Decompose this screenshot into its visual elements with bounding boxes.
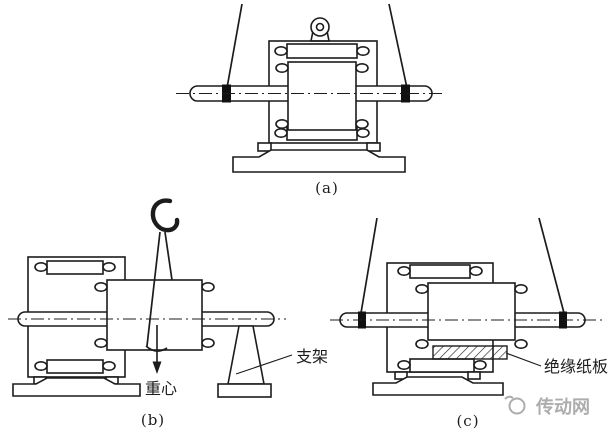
eyebolt-hole	[315, 22, 325, 32]
caption-c: (c)	[456, 412, 479, 430]
winding-loop	[201, 337, 215, 348]
support-stand	[227, 325, 265, 385]
gravity-label: 重心	[145, 379, 177, 398]
motor-base	[12, 377, 141, 397]
winding-loop	[415, 338, 429, 349]
sling-rope-right	[538, 217, 565, 314]
rotor-core	[106, 279, 203, 351]
winding-loop	[397, 359, 411, 370]
winding-loop	[275, 62, 289, 73]
winding-loop	[469, 265, 483, 276]
foot-tab	[394, 371, 408, 380]
winding-loop	[415, 283, 429, 294]
watermark-logo-swirl	[504, 395, 514, 400]
winding-loop	[201, 281, 215, 292]
winding-bar-bottom	[409, 358, 475, 373]
winding-loop	[355, 62, 369, 73]
rotor-core	[427, 282, 516, 341]
winding-bar-bottom	[46, 359, 104, 374]
support-label: 支架	[296, 347, 328, 366]
winding-loop	[34, 360, 48, 371]
foot-tab	[467, 371, 481, 380]
sling-strand-back	[164, 231, 173, 281]
sling-strand-front	[146, 231, 161, 347]
winding-loop	[514, 338, 528, 349]
sling-rope-left	[226, 3, 243, 89]
winding-loop	[94, 281, 108, 292]
panel-c: 绝缘纸板 (c)	[330, 217, 608, 430]
panel-b: 重心 支架 (b)	[8, 198, 328, 429]
winding-loop	[274, 128, 288, 139]
winding-loop	[102, 360, 116, 371]
support-leader-line	[235, 354, 293, 375]
winding-loop	[94, 337, 108, 348]
winding-loop	[102, 261, 116, 272]
winding-loop	[274, 45, 288, 56]
caption-b: (b)	[141, 411, 165, 429]
winding-loop	[356, 45, 370, 56]
crane-hook-icon	[150, 198, 180, 233]
sling-band-right	[401, 84, 410, 103]
winding-bar-top	[46, 260, 104, 275]
insulation-leader-line	[505, 352, 542, 367]
winding-loop	[397, 265, 411, 276]
winding-loop	[473, 359, 487, 370]
winding-loop	[275, 119, 289, 130]
winding-bar-top	[286, 43, 358, 59]
motor-base	[232, 149, 406, 173]
foot-tab	[366, 142, 381, 152]
foot-tab	[257, 142, 272, 152]
sling-rope-left	[360, 217, 378, 314]
caption-a: (a)	[315, 179, 339, 197]
gravity-arrowhead	[152, 361, 162, 374]
winding-loop	[34, 261, 48, 272]
support-stand-base	[217, 383, 272, 398]
sling-rope-right	[388, 3, 408, 89]
insulation-board	[432, 345, 508, 360]
watermark-logo	[508, 397, 526, 415]
winding-loop	[355, 119, 369, 130]
winding-loop	[356, 128, 370, 139]
winding-bar-top	[409, 264, 471, 279]
panel-a: (a)	[176, 3, 443, 197]
winding-loop	[514, 283, 528, 294]
watermark-text: 传动网	[535, 396, 590, 418]
insulation-label: 绝缘纸板	[544, 357, 608, 376]
watermark: 传动网	[504, 395, 590, 418]
rotor-core	[287, 61, 357, 131]
motor-base	[372, 376, 504, 396]
